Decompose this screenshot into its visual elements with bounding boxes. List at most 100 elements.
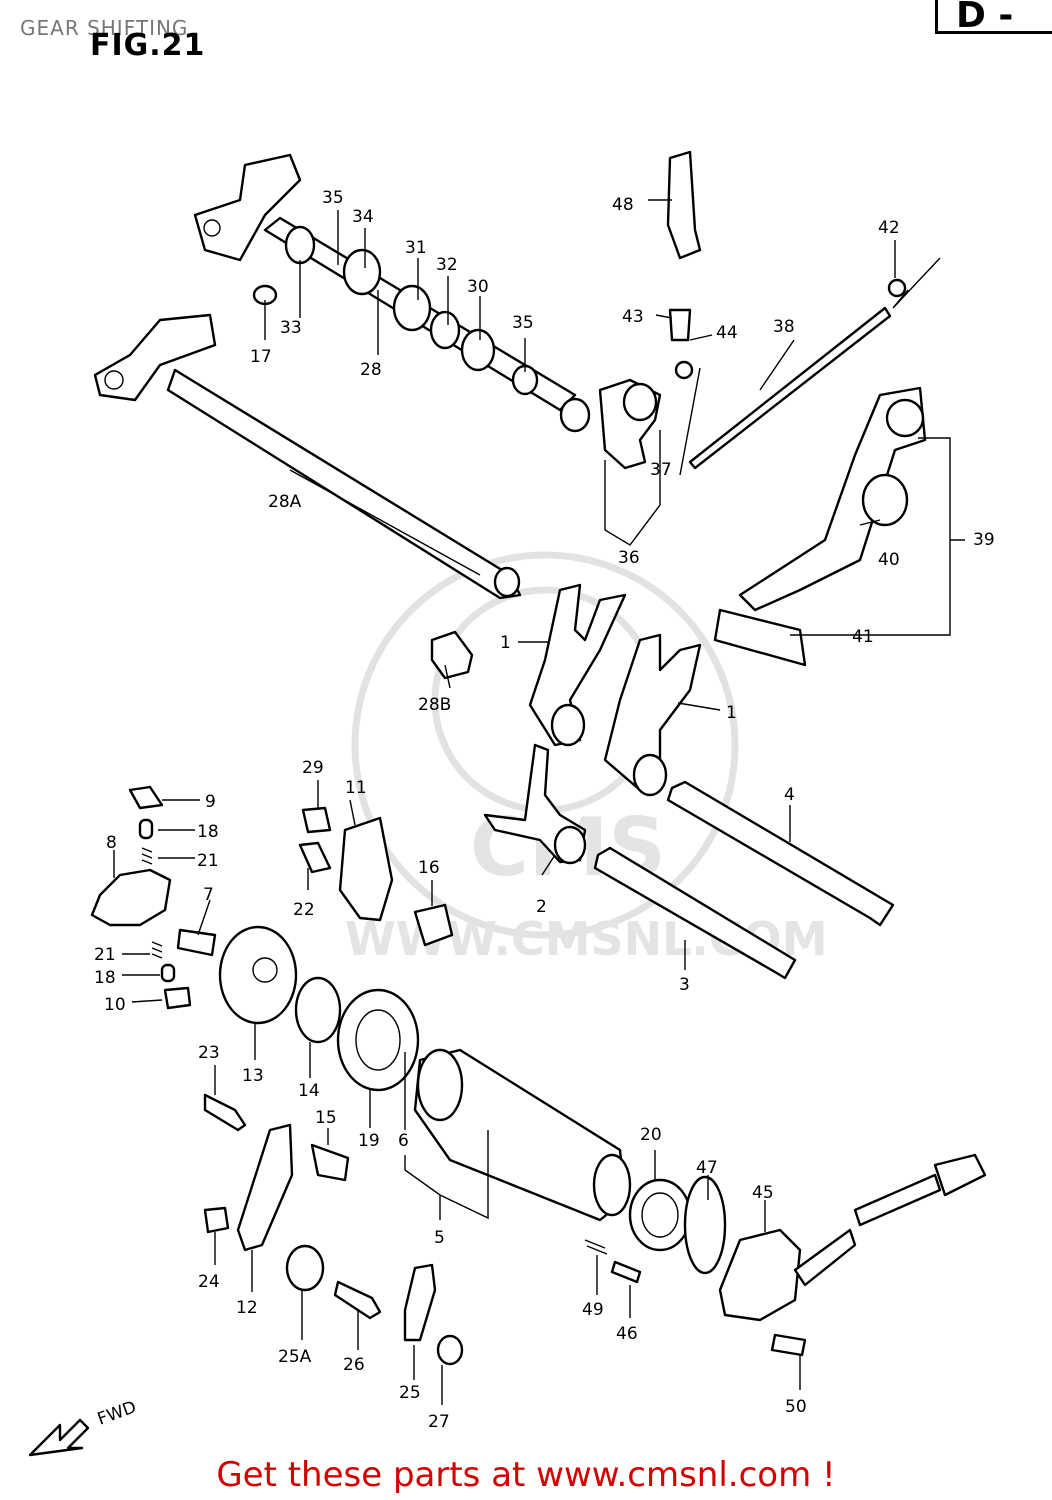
callout-35-upper: 35 <box>322 188 344 208</box>
callout-15: 15 <box>315 1108 337 1128</box>
callout-40: 40 <box>878 550 900 570</box>
fork-shaft-4[interactable] <box>666 780 895 927</box>
callout-30: 30 <box>467 277 489 297</box>
bolt-22[interactable] <box>298 841 332 874</box>
fork-shaft-3[interactable] <box>593 846 797 980</box>
pin-18b[interactable] <box>160 963 176 983</box>
link-rod-38[interactable] <box>688 306 892 470</box>
callout-3: 3 <box>679 975 690 995</box>
get-parts-link[interactable]: Get these parts at www.cmsnl.com ! <box>216 1455 836 1495</box>
figure-number: FIG.21 <box>90 28 206 63</box>
pin-18a[interactable] <box>138 818 154 840</box>
callout-1-upper: 1 <box>500 633 511 653</box>
callout-4: 4 <box>784 785 795 805</box>
stopper-9[interactable] <box>128 785 164 810</box>
screw-23[interactable] <box>203 1093 247 1132</box>
nut-24[interactable] <box>203 1206 230 1234</box>
callout-37: 37 <box>650 460 672 480</box>
callout-28a: 28A <box>268 492 302 512</box>
callout-28b: 28B <box>418 695 451 715</box>
shift-fork-1a[interactable] <box>528 583 627 747</box>
bolt-7[interactable] <box>176 928 217 957</box>
nut-42[interactable] <box>887 278 907 298</box>
callout-26: 26 <box>343 1355 365 1375</box>
o-ring-47[interactable] <box>683 1175 727 1275</box>
shift-arm[interactable] <box>598 378 662 470</box>
bearing-20[interactable] <box>628 1178 692 1252</box>
callout-19: 19 <box>358 1131 380 1151</box>
callout-23: 23 <box>198 1043 220 1063</box>
cam-plate-13[interactable] <box>218 925 298 1025</box>
gear-shift-lever[interactable] <box>713 386 927 667</box>
callout-9: 9 <box>205 792 216 812</box>
forward-direction-arrow: FWD <box>28 1397 139 1457</box>
gear-shift-cam[interactable] <box>413 1048 632 1222</box>
callout-7: 7 <box>203 885 214 905</box>
callout-10: 10 <box>104 995 126 1015</box>
callout-42: 42 <box>878 218 900 238</box>
washer-14[interactable] <box>294 976 342 1044</box>
callout-14: 14 <box>298 1081 320 1101</box>
callout-25: 25 <box>399 1383 421 1403</box>
callout-labels: 17 33 35 34 31 32 30 35 28 28A 28B 48 43… <box>94 188 995 1432</box>
callout-34: 34 <box>352 207 374 227</box>
spring-21b[interactable] <box>151 941 163 959</box>
shift-shaft-28a[interactable] <box>93 313 522 600</box>
callout-33: 33 <box>280 318 302 338</box>
screw-50[interactable] <box>770 1333 807 1357</box>
bearing-19[interactable] <box>336 988 420 1092</box>
callout-35-lower: 35 <box>512 313 534 333</box>
guide-15[interactable] <box>310 1143 350 1182</box>
callout-11: 11 <box>345 778 367 798</box>
washer-27[interactable] <box>436 1334 464 1366</box>
stopper-arm-8[interactable] <box>90 868 172 927</box>
callout-27: 27 <box>428 1412 450 1432</box>
callout-39: 39 <box>973 530 995 550</box>
bolt-43[interactable] <box>668 308 692 342</box>
watermark: CMS WWW.CMSNL.COM <box>345 551 828 966</box>
spring-25[interactable] <box>403 1263 437 1342</box>
nut-44[interactable] <box>674 360 694 380</box>
spring-21a[interactable] <box>141 847 153 865</box>
bushing-28b[interactable] <box>430 630 474 680</box>
fwd-label: FWD <box>95 1397 139 1429</box>
callout-8: 8 <box>106 833 117 853</box>
leader-lines <box>113 199 965 1405</box>
spring-49[interactable] <box>584 1239 608 1255</box>
callout-13: 13 <box>242 1066 264 1086</box>
bolt-29[interactable] <box>301 806 332 834</box>
neutral-switch-45[interactable] <box>718 1153 987 1322</box>
callout-18-upper: 18 <box>197 822 219 842</box>
callout-21-upper: 21 <box>197 851 219 871</box>
bracket-48[interactable] <box>666 150 702 260</box>
callout-18-lower: 18 <box>94 968 116 988</box>
shift-fork-1b[interactable] <box>603 633 702 797</box>
callout-17: 17 <box>250 347 272 367</box>
callout-1-lower: 1 <box>726 703 737 723</box>
bolt-26[interactable] <box>333 1280 382 1320</box>
callout-43: 43 <box>622 307 644 327</box>
callout-22: 22 <box>293 900 315 920</box>
callout-28: 28 <box>360 360 382 380</box>
callout-24: 24 <box>198 1272 220 1292</box>
contact-46[interactable] <box>610 1260 642 1284</box>
callout-47: 47 <box>696 1158 718 1178</box>
callout-50: 50 <box>785 1397 807 1417</box>
callout-12: 12 <box>236 1298 258 1318</box>
callout-5: 5 <box>434 1228 445 1248</box>
callout-20: 20 <box>640 1125 662 1145</box>
callout-2: 2 <box>536 897 547 917</box>
callout-48: 48 <box>612 195 634 215</box>
callout-41: 41 <box>852 627 874 647</box>
callout-44: 44 <box>716 323 738 343</box>
plate-11[interactable] <box>338 816 394 922</box>
shift-shaft-upper[interactable] <box>193 153 591 433</box>
spring-25a[interactable] <box>285 1244 325 1292</box>
pin-16[interactable] <box>413 903 454 947</box>
callout-25a: 25A <box>278 1347 312 1367</box>
shift-fork-2[interactable] <box>483 743 587 865</box>
shift-pawl-12[interactable] <box>236 1123 294 1252</box>
stopper-10[interactable] <box>163 986 192 1010</box>
page-title: GEAR SHIFTING <box>20 16 189 40</box>
